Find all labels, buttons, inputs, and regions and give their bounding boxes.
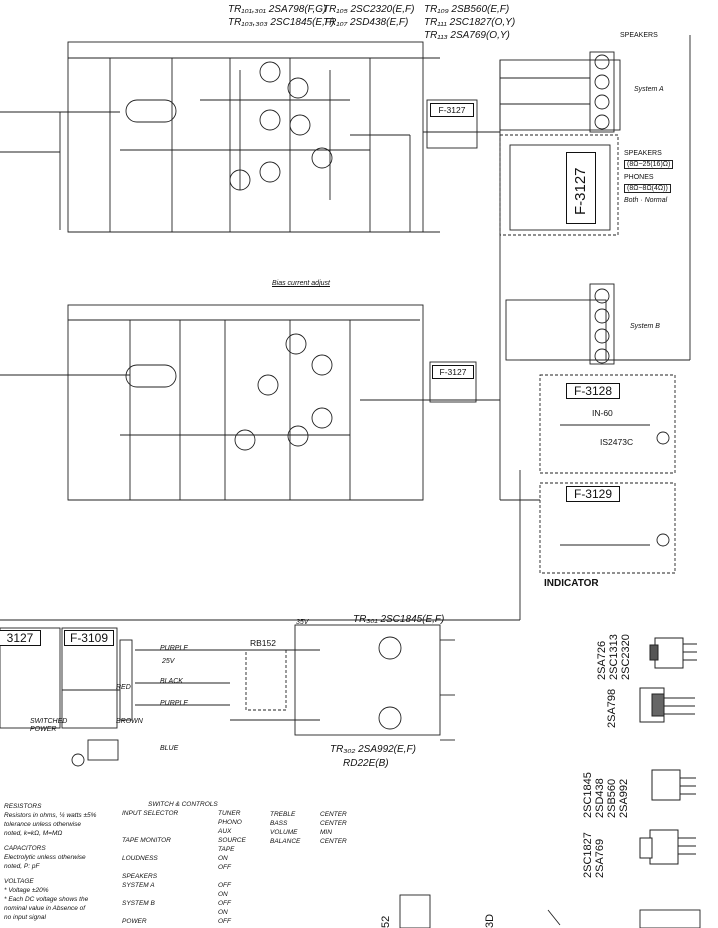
switch-row-6: OFF: [218, 864, 231, 871]
switch-row-9: ON: [218, 891, 228, 898]
rectifier-label: RB152: [250, 638, 276, 648]
switch-row-4: TAPE: [218, 846, 235, 853]
power-transistor-bottom: TR₃₀₂ 2SA992(E,F): [330, 744, 416, 755]
module-speaker-relay-label: F-3127: [572, 167, 589, 215]
voltage-line-2: * Each DC voltage shows the: [4, 896, 89, 903]
resistors-line-2: tolerance unless otherwise: [4, 821, 81, 828]
switched-note-2: POWER: [30, 726, 57, 733]
power-zener: RD22E(B): [343, 758, 389, 769]
package-3-name-3: 2SB560: [606, 778, 618, 818]
power-transistor-top: TR₃₀₁ 2SC1845(E,F): [353, 614, 445, 625]
voltage-line-1: * Voltage ±20%: [4, 887, 49, 894]
voltage-25v: 25V: [162, 658, 175, 665]
package-3-name-4: 2SA992: [618, 778, 630, 818]
wire-brown: BROWN: [116, 718, 143, 725]
module-protect-mid: F-3127: [432, 365, 474, 379]
switch-row-1: PHONO: [218, 819, 242, 826]
bias-note: Bias current adjust: [272, 280, 330, 287]
switch-row-11: ON: [218, 909, 228, 916]
notes-left: RESISTORS Resistors in ohms, ¼ watts ±5%…: [4, 802, 96, 922]
module-speaker-relay: F-3127: [566, 152, 596, 224]
switched-note: SWITCHED: [30, 718, 68, 725]
package-1-name-3: 2SC2320: [620, 634, 632, 680]
wire-black: BLACK: [160, 678, 183, 685]
indicator-diode: IN-60: [592, 408, 613, 418]
indicator-label: INDICATOR: [544, 578, 599, 589]
transistor-list-col1-line1: TR₁₀₁,₃₀₁ 2SA798(F,G): [228, 4, 327, 15]
package-3-name-1: 2SC1845: [582, 772, 594, 818]
transistor-list-col3-line3: TR₁₁₃ 2SA769(O,Y): [424, 30, 510, 41]
package-1-name-1: 2SA726: [596, 640, 608, 680]
transistor-list-col2-line1: TR₁₀₅ 2SC2320(E,F): [323, 4, 415, 15]
switch-row-2: AUX: [218, 828, 232, 835]
spec-speakers-impedance: (8Ω~25(16)Ω): [624, 160, 674, 169]
package-1-name-2: 2SC1313: [608, 634, 620, 680]
module-power-left: 3127: [0, 630, 41, 646]
transistor-list-col1-line2: TR₁₀₃,₃₀₃ 2SC1845(E,F): [228, 17, 335, 28]
package-4-name-2: 2SA769: [594, 838, 606, 878]
voltage-line-4: no input signal: [4, 914, 46, 921]
module-indicator-b: F-3129: [566, 486, 620, 502]
wire-purple: PURPLE: [160, 645, 189, 652]
spec-phones-title: PHONES: [624, 174, 654, 181]
switch-row-7: SPEAKERS: [122, 873, 158, 880]
voltage-title: VOLTAGE: [4, 878, 34, 885]
transistor-list-col3-line1: TR₁₀₉ 2SB560(E,F): [424, 4, 510, 15]
switch-title: SWITCH & CONTROLS: [148, 801, 218, 808]
transistor-list-col3-line2: TR₁₁₁ 2SC1827(O,Y): [424, 17, 516, 28]
spec-note: Both · Normal: [624, 197, 668, 204]
capacitors-title: CAPACITORS: [4, 845, 46, 852]
spec-speakers-title: SPEAKERS: [624, 150, 662, 157]
capacitors-line-1: Electrolytic unless otherwise: [4, 854, 86, 861]
bottom-partial-1: 52: [380, 915, 392, 928]
voltage-line-3: nominal value in Absence of: [4, 905, 86, 912]
capacitors-line-2: noted, P: pF: [4, 863, 40, 870]
package-4-name-1: 2SC1827: [582, 832, 594, 878]
resistors-line-3: noted, k=kΩ, M=MΩ: [4, 830, 63, 837]
resistors-line-1: Resistors in ohms, ¼ watts ±5%: [4, 812, 97, 819]
package-3-name-2: 2SD438: [594, 778, 606, 818]
module-power-supply: F-3109: [64, 630, 114, 646]
module-protect-top: F-3127: [430, 103, 474, 117]
wire-red: RED: [116, 684, 131, 691]
spec-phones-value: (8Ω~8Ω(4Ω)): [624, 184, 671, 193]
bottom-partial-2: 3D: [484, 913, 496, 928]
wire-purple-2: PURPLE: [160, 700, 189, 707]
system-b-label: System B: [630, 323, 660, 330]
indicator-zener: IS2473C: [600, 437, 634, 447]
wire-blue: BLUE: [160, 745, 179, 752]
system-a-label: System A: [634, 86, 664, 93]
speakers-title: SPEAKERS: [620, 32, 658, 39]
transistor-list-col2-line2: TR₁₀₇ 2SD438(E,F): [323, 17, 409, 28]
resistors-title: RESISTORS: [4, 803, 42, 810]
voltage-35v: 35V: [296, 619, 309, 626]
module-indicator-a: F-3128: [566, 383, 620, 399]
package-2-name-1: 2SA798: [606, 688, 618, 728]
